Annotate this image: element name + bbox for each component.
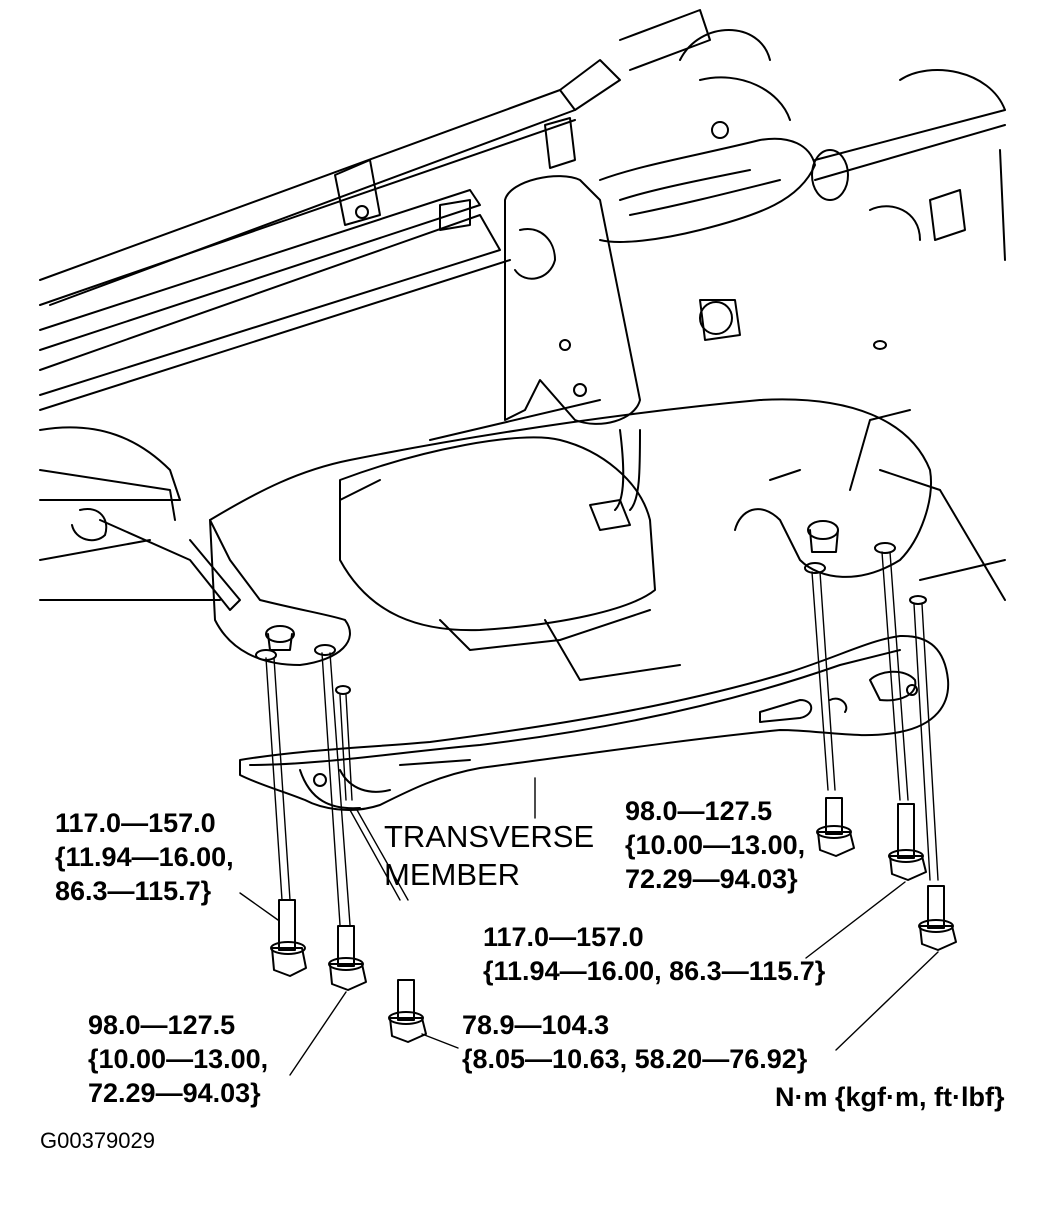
units-legend: N·m {kgf·m, ft·lbf} [775,1082,1005,1112]
torque-nm: 117.0—157.0 [55,808,216,838]
oil-pan [339,399,681,681]
frame-rail [39,9,711,411]
bolt-right-lower [918,885,957,951]
part-label: TRANSVERSE MEMBER [384,818,594,894]
torque-spec-right-upper: 98.0—127.5 {10.00—13.00, 72.29—94.03} [625,794,805,896]
torque-nm: 117.0—157.0 [483,922,644,952]
torque-spec-right-middle: 117.0—157.0 {11.94—16.00, 86.3—115.7} [483,920,825,988]
torque-ftlbf: 72.29—94.03} [625,864,798,894]
torque-nm: 98.0—127.5 [625,796,773,826]
bolt-center [388,979,427,1043]
subframe [39,340,1006,666]
transverse-member [239,634,950,811]
bolt-right-upper [816,797,855,857]
torque-ftlbf: 86.3—115.7} [55,876,212,906]
part-label-line1: TRANSVERSE [384,819,595,854]
bolt-right-middle [888,803,927,881]
torque-spec-left-upper: 117.0—157.0 {11.94—16.00, 86.3—115.7} [55,806,234,908]
torque-spec-center-lower: 78.9—104.3 {8.05—10.63, 58.20—76.92} [462,1008,807,1076]
figure-code: G00379029 [40,1128,155,1153]
part-label-line2: MEMBER [384,857,521,892]
bolt-alignment-lines [265,551,939,926]
torque-kgfm: {10.00—13.00, [88,1044,269,1074]
torque-nm: 78.9—104.3 [462,1010,610,1040]
torque-ftlbf: 72.29—94.03} [88,1078,261,1108]
torque-kgfm: {10.00—13.00, [625,830,806,860]
leader-lines [239,777,939,1076]
torque-kgfm-ftlbf: {11.94—16.00, 86.3—115.7} [483,956,826,986]
torque-kgfm: {11.94—16.00, [55,842,234,872]
torque-kgfm-ftlbf: {8.05—10.63, 58.20—76.92} [462,1044,808,1074]
steering-rack [599,29,1006,261]
torque-spec-left-lower: 98.0—127.5 {10.00—13.00, 72.29—94.03} [88,1008,268,1110]
mount-bushing [255,520,927,695]
bolt-left-upper [270,899,307,977]
mount-bracket [439,175,741,425]
torque-nm: 98.0—127.5 [88,1010,236,1040]
bolt-left-lower [328,925,367,991]
